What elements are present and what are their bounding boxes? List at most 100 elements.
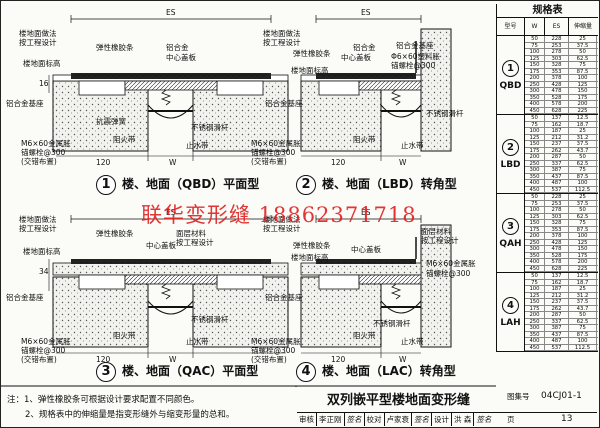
callout-pvc-nail-2: Φ6×60塑料胀 锚螺栓@300 bbox=[391, 52, 441, 70]
callout-fire-belt-1: 阻火带 bbox=[113, 135, 136, 144]
spec-cell-w: 400 bbox=[525, 180, 545, 186]
detail-number-1: 1 bbox=[96, 175, 116, 195]
spec-cell-movement: 25 bbox=[569, 36, 597, 42]
spec-cell-movement: 62.5 bbox=[569, 160, 597, 166]
spec-cell-w: 100 bbox=[525, 128, 545, 134]
spec-cell-movement: 37.5 bbox=[569, 42, 597, 48]
spec-cell-w: 200 bbox=[525, 312, 545, 318]
spec-cell-movement: 100 bbox=[569, 180, 597, 186]
callout-rubber-strip-4: 弹性橡胶条 bbox=[293, 241, 331, 250]
callout-side-anchor-4: M6×60金属胀 bbox=[426, 259, 476, 268]
callout-center-plate-4: 中心盖板 bbox=[351, 245, 381, 254]
callout-center-plate-1: 中心盖板 bbox=[166, 53, 196, 62]
callout-floor-finish-3: 楼地面做法 按工程设计 bbox=[19, 215, 57, 233]
spec-cell-es: 337 bbox=[545, 160, 569, 166]
spec-cell-movement: 125 bbox=[569, 239, 597, 245]
spec-cell-movement: 112.5 bbox=[569, 344, 597, 350]
spec-cell-w: 75 bbox=[525, 279, 545, 285]
dim-w-2: W bbox=[399, 158, 407, 167]
spec-cell-w: 50 bbox=[525, 194, 545, 200]
callout-anchor-2: M6×60金属胀 锚螺栓@300 (交错布置) bbox=[251, 139, 301, 166]
sign-check: 签名 bbox=[412, 413, 432, 426]
spec-cell-es: 578 bbox=[545, 259, 569, 265]
callout-water-stop-2: 止水带 bbox=[401, 141, 424, 150]
spec-cell-w: 50 bbox=[525, 273, 545, 279]
spec-cell-w: 350 bbox=[525, 331, 545, 337]
dim-es-3: ES bbox=[166, 208, 176, 217]
spec-cell-es: 228 bbox=[545, 194, 569, 200]
spec-group-code: QBD bbox=[499, 80, 522, 91]
spec-cell-es: 328 bbox=[545, 62, 569, 68]
spec-group-number: 1 bbox=[502, 59, 519, 77]
callout-floor-finish-2: 楼地面做法 按工程设计 bbox=[263, 29, 301, 47]
callout-anchor-1: M6×60金属胀 锚螺栓@300 (交错布置) bbox=[21, 139, 71, 166]
spec-cell-movement: 75 bbox=[569, 167, 597, 173]
spec-cell-w: 250 bbox=[525, 239, 545, 245]
spec-cell-w: 50 bbox=[525, 36, 545, 42]
spec-cell-movement: 75 bbox=[569, 220, 597, 226]
callout-al-base-4: 铝合金基座 bbox=[265, 293, 303, 302]
spec-cell-es: 262 bbox=[545, 147, 569, 153]
spec-cell-es: 137 bbox=[545, 115, 569, 121]
callout-rubber-strip-2: 弹性橡胶条 bbox=[293, 49, 331, 58]
detail-text-2: 楼、地面（LBD）转角型 bbox=[322, 177, 457, 191]
spec-cell-es: 237 bbox=[545, 141, 569, 147]
spec-header-model: 型号 bbox=[497, 18, 525, 35]
spec-cell-movement: 31.2 bbox=[569, 292, 597, 298]
spec-cell-w: 150 bbox=[525, 220, 545, 226]
spec-cell-es: 228 bbox=[545, 36, 569, 42]
spec-cell-es: 437 bbox=[545, 173, 569, 179]
page-number: 13 bbox=[561, 414, 573, 424]
spec-group-code: QAH bbox=[499, 238, 522, 249]
spec-cell-movement: 200 bbox=[569, 101, 597, 107]
spec-cell-es: 187 bbox=[545, 286, 569, 292]
spec-cell-movement: 225 bbox=[569, 265, 597, 271]
spec-cell-w: 125 bbox=[525, 292, 545, 298]
spec-cell-es: 428 bbox=[545, 239, 569, 245]
spec-cell-es: 628 bbox=[545, 265, 569, 271]
spec-cell-w: 75 bbox=[525, 200, 545, 206]
spec-cell-movement: 25 bbox=[569, 128, 597, 134]
spec-cell-movement: 75 bbox=[569, 62, 597, 68]
callout-fire-belt-4: 阻火带 bbox=[353, 331, 376, 340]
callout-al-base-2b: 铝合金基座 bbox=[265, 99, 303, 108]
spec-cell-movement: 18.7 bbox=[569, 279, 597, 285]
callout-rubber-strip-1: 弹性橡胶条 bbox=[96, 43, 134, 52]
spec-cell-movement: 12.5 bbox=[569, 115, 597, 121]
spec-cell-movement: 87.5 bbox=[569, 68, 597, 74]
callout-floor-finish-4: 楼地面做法 按工程设计 bbox=[263, 215, 301, 233]
spec-cell-w: 125 bbox=[525, 213, 545, 219]
dim-120-3: 120 bbox=[96, 355, 111, 364]
detail-text-3: 楼、地面（QAC）平面型 bbox=[122, 364, 259, 378]
spec-cell-w: 175 bbox=[525, 226, 545, 232]
dim-120-1: 120 bbox=[96, 158, 111, 167]
spec-cell-es: 353 bbox=[545, 226, 569, 232]
spec-cell-w: 300 bbox=[525, 88, 545, 94]
spec-cell-w: 125 bbox=[525, 55, 545, 61]
technical-drawing bbox=[1, 15, 496, 387]
callout-water-stop-3: 止水带 bbox=[186, 337, 209, 346]
callout-al-alloy-2: 铝合金 bbox=[353, 43, 376, 52]
spec-cell-movement: 175 bbox=[569, 94, 597, 100]
callout-water-stop-1: 止水带 bbox=[186, 141, 209, 150]
